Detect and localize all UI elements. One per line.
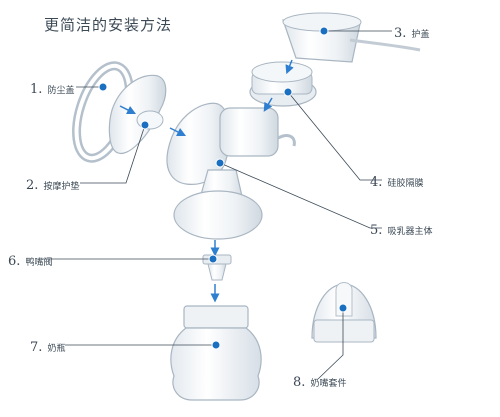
part-label-8: 8. 奶嘴套件 [293, 375, 347, 390]
leader-dot-5 [215, 158, 225, 168]
leader-dot-1 [98, 82, 108, 92]
leader-dots [98, 26, 348, 350]
massage-cushion-part [108, 74, 167, 155]
leader-dot-8 [338, 303, 348, 313]
leader-dot-6 [208, 254, 218, 264]
part-label-4: 4. 硅胶隔膜 [370, 175, 424, 190]
pump-body-part [166, 102, 296, 240]
leader-lines [43, 30, 392, 380]
duckbill-valve-part [202, 240, 232, 303]
silicone-diaphragm-part [249, 61, 317, 107]
leader-dot-7 [211, 340, 221, 350]
bottle-part [170, 305, 262, 401]
part-label-3: 3. 护盖 [394, 26, 430, 41]
leader-line-2 [80, 124, 146, 184]
leader-dot-3 [319, 26, 329, 36]
part-label-1: 1. 防尘盖 [30, 82, 75, 97]
part-label-7: 7. 奶瓶 [30, 340, 66, 355]
leader-dot-4 [283, 87, 293, 97]
diagram-title: 更简洁的安装方法 [44, 16, 173, 34]
assembly-arrows [119, 59, 294, 137]
part-label-5: 5. 吸乳器主体 [370, 223, 433, 238]
leader-line-8 [317, 308, 344, 380]
part-label-6: 6. 鸭嘴阀 [8, 254, 53, 269]
leader-line-5 [219, 162, 382, 229]
leader-dot-2 [140, 120, 150, 130]
leader-line-4 [287, 91, 382, 181]
top-cover-part [282, 12, 421, 63]
part-label-2: 2. 按摩护垫 [26, 178, 80, 193]
